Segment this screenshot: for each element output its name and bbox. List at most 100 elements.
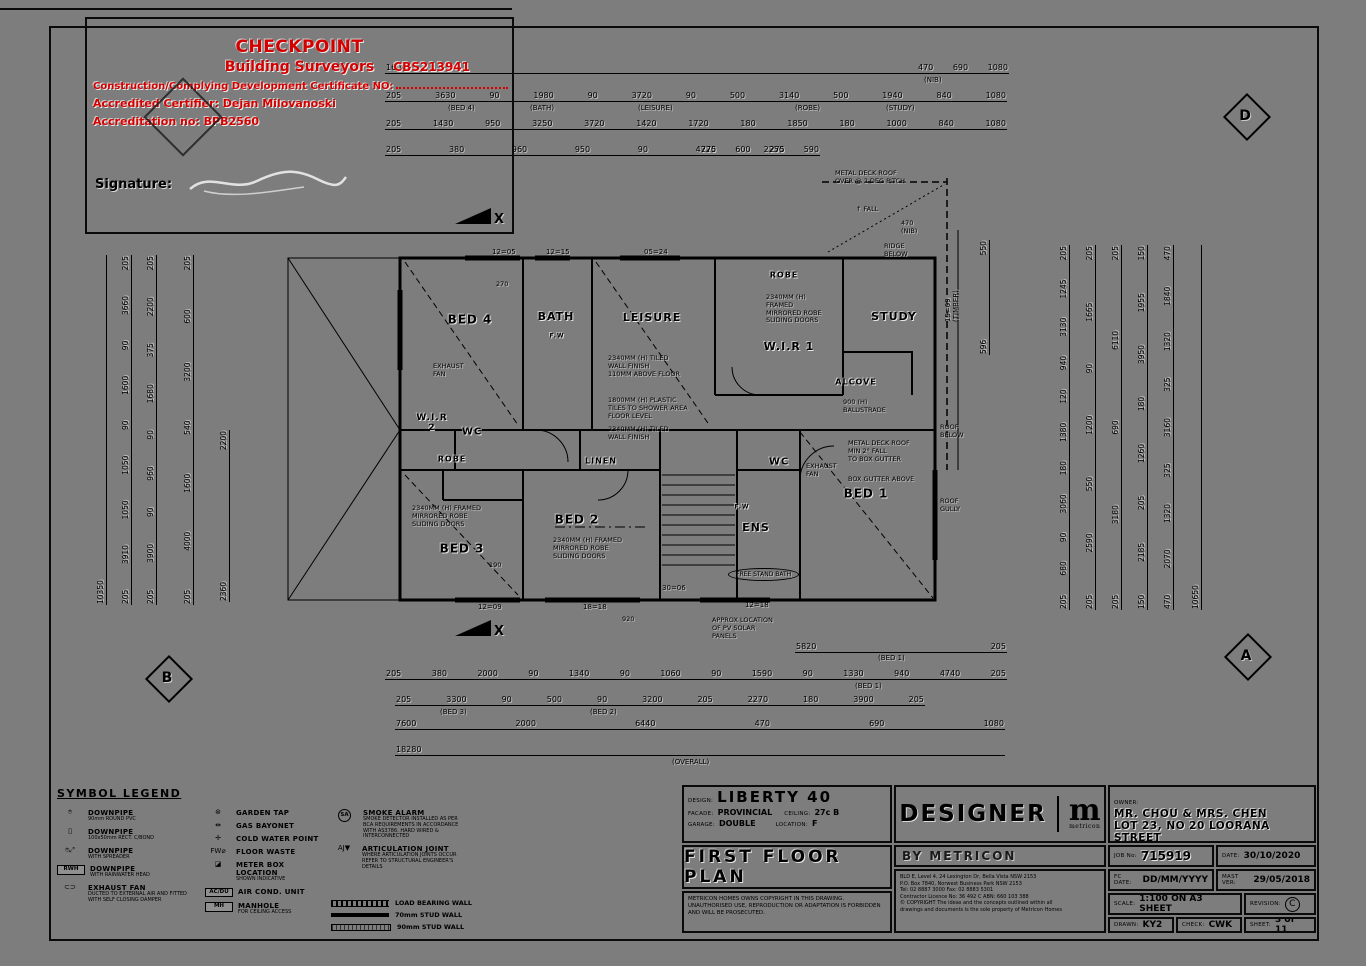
meter-box-icon: ◪ xyxy=(214,860,222,868)
articulation-joint-icon: AJ▼ xyxy=(337,844,351,852)
window-code: 12=05 xyxy=(492,248,516,256)
dimension-value: 550 xyxy=(979,241,988,256)
room-label: ROBE xyxy=(437,454,467,464)
legend-wall-label: 90mm STUD WALL xyxy=(397,923,465,931)
checkpoint-certifier-stamp: CHECKPOINT Building Surveyors CBS213941 … xyxy=(85,17,514,234)
room-label: STUDY xyxy=(871,309,917,323)
legend-item-label: AIR COND. UNIT xyxy=(238,887,305,896)
plan-note: RIDGE BELOW xyxy=(884,242,908,258)
dimension-value: 90 xyxy=(619,669,630,678)
downpipe-rect-icon: ▯ xyxy=(68,826,72,835)
elevation-letter-b: B xyxy=(161,670,173,686)
dimension-value: 3300 xyxy=(446,695,467,704)
dimension-value: 2200 xyxy=(146,297,155,317)
dimension-value: 380 xyxy=(448,145,465,154)
dimension-value: 10350 xyxy=(96,580,105,604)
dimension-value: 596 xyxy=(979,339,988,354)
room-label: BED 3 xyxy=(439,541,485,556)
dimension-value: 690 xyxy=(952,63,969,72)
master-version-cell: MAST VER:29/05/2018 xyxy=(1216,869,1316,891)
metricon-m: m xyxy=(1068,792,1101,828)
sheet-border xyxy=(49,26,1319,941)
plan-note: EXHAUST FAN xyxy=(806,462,837,478)
dimension-value: 3060 xyxy=(1059,494,1068,514)
stud90-wall-sample xyxy=(331,923,391,931)
dimension-value: 18280 xyxy=(396,745,422,754)
plan-note: 900 (H) BALUSTRADE xyxy=(843,398,886,414)
dimension-value: 90 xyxy=(121,420,130,431)
dimension-value: 1955 xyxy=(1137,293,1146,313)
revision-label: REVISION: xyxy=(1250,901,1281,907)
dimension-value: 2000 xyxy=(477,669,498,678)
legend-wall-label: 70mm STUD WALL xyxy=(395,911,463,919)
location-label: LOCATION: xyxy=(775,822,808,828)
address-cell: BLD E, Level 4, 24 Lexington Dr, Bella V… xyxy=(894,869,1106,933)
dimension-value: 275 xyxy=(701,145,717,154)
window-code: (NIB) xyxy=(924,76,942,84)
drawing-title: FIRST FLOOR PLAN xyxy=(684,847,842,887)
plan-note: ↑ FALL xyxy=(856,205,879,213)
dimension-value: 4720 xyxy=(695,145,716,154)
dimension-value: 470 xyxy=(918,63,934,72)
legend-item-label: MANHOLE xyxy=(238,902,280,911)
plan-note: 1800MM (H) PLASTIC TILES TO SHOWER AREA … xyxy=(608,396,688,420)
room-label: WC xyxy=(768,456,790,468)
dimension-value: 3200 xyxy=(642,695,663,704)
dimension-value: 1080 xyxy=(983,719,1004,728)
dimension-value: 1080 xyxy=(985,91,1006,100)
dimension-value: 540 xyxy=(183,420,192,435)
sheet-top-edge xyxy=(0,8,512,10)
check-value: CWK xyxy=(1208,920,1233,930)
window-code: 15=09 (TIMBER) xyxy=(944,290,960,322)
plan-note: METAL DECK ROOF MIN 2° FALL TO BOX GUTTE… xyxy=(848,439,910,463)
downpipe-round-icon: ⌾ xyxy=(67,808,73,816)
address-line: Contractor Licence No: 36 492 C ABN: 660… xyxy=(900,893,1029,900)
dimension-value: 180 xyxy=(1059,460,1068,476)
legend-item-label: DOWNPIPE xyxy=(90,865,136,874)
dimension-value: 600 xyxy=(735,145,751,154)
plan-note: 2340MM (H) TILED WALL FINISH xyxy=(608,425,669,441)
dimension-value: 90 xyxy=(802,669,813,678)
dimension-value: 500 xyxy=(833,91,849,100)
plan-note: ROOF GULLY xyxy=(940,497,961,513)
designer-wordmark: DESIGNER xyxy=(899,801,1047,827)
dimension-value: 90 xyxy=(1085,363,1094,374)
signature-label: Signature: xyxy=(95,177,173,192)
stamp-cert-line: Construction/Complying Development Certi… xyxy=(93,81,394,92)
dimension-value: 1600 xyxy=(121,375,130,395)
owner-label: OWNER: xyxy=(1114,800,1139,806)
dimension-value: 150 xyxy=(1137,594,1146,609)
address-line: Tel: 02 8887 3000 Fax: 02 8883 5301 xyxy=(900,887,994,893)
dimension-value: 840 xyxy=(938,119,954,128)
dimension-value: 180 xyxy=(839,119,855,128)
room-label: BED 1 xyxy=(843,486,889,501)
dimension-value: 1260 xyxy=(1137,443,1146,463)
fc-date-label: FC DATE: xyxy=(1114,874,1132,886)
legend-wall-item: LOAD BEARING WALL xyxy=(331,899,487,907)
dimension-value: 120 xyxy=(1059,389,1068,404)
window-code: (BED 2) xyxy=(590,708,617,716)
facade-value: PROVINCIAL xyxy=(717,808,773,817)
design-label: DESIGN: xyxy=(688,798,714,804)
legend-item-label: GARDEN TAP xyxy=(236,809,290,817)
dimension-value: 3720 xyxy=(584,119,605,128)
job-value: 715919 xyxy=(1140,849,1192,863)
dimension-value: 205 xyxy=(146,256,155,271)
window-code: 12=15 xyxy=(546,248,570,256)
stamp-certifier-line: Accredited Certifier: Dejan Milovanoski xyxy=(93,97,336,110)
dimension-value: 3900 xyxy=(853,695,874,704)
dimension-value: 1060 xyxy=(660,669,681,678)
plan-note: FREE STAND BATH xyxy=(728,568,800,582)
legend-column-2: ⊛GARDEN TAP⇹GAS BAYONET✛COLD WATER POINT… xyxy=(205,809,327,921)
elevation-letter-a: A xyxy=(1240,648,1252,664)
window-code: 05=24 xyxy=(644,248,668,256)
load-wall-sample xyxy=(331,899,389,907)
dimension-value: 680 xyxy=(1059,561,1068,576)
dimension-value: 180 xyxy=(740,119,756,128)
